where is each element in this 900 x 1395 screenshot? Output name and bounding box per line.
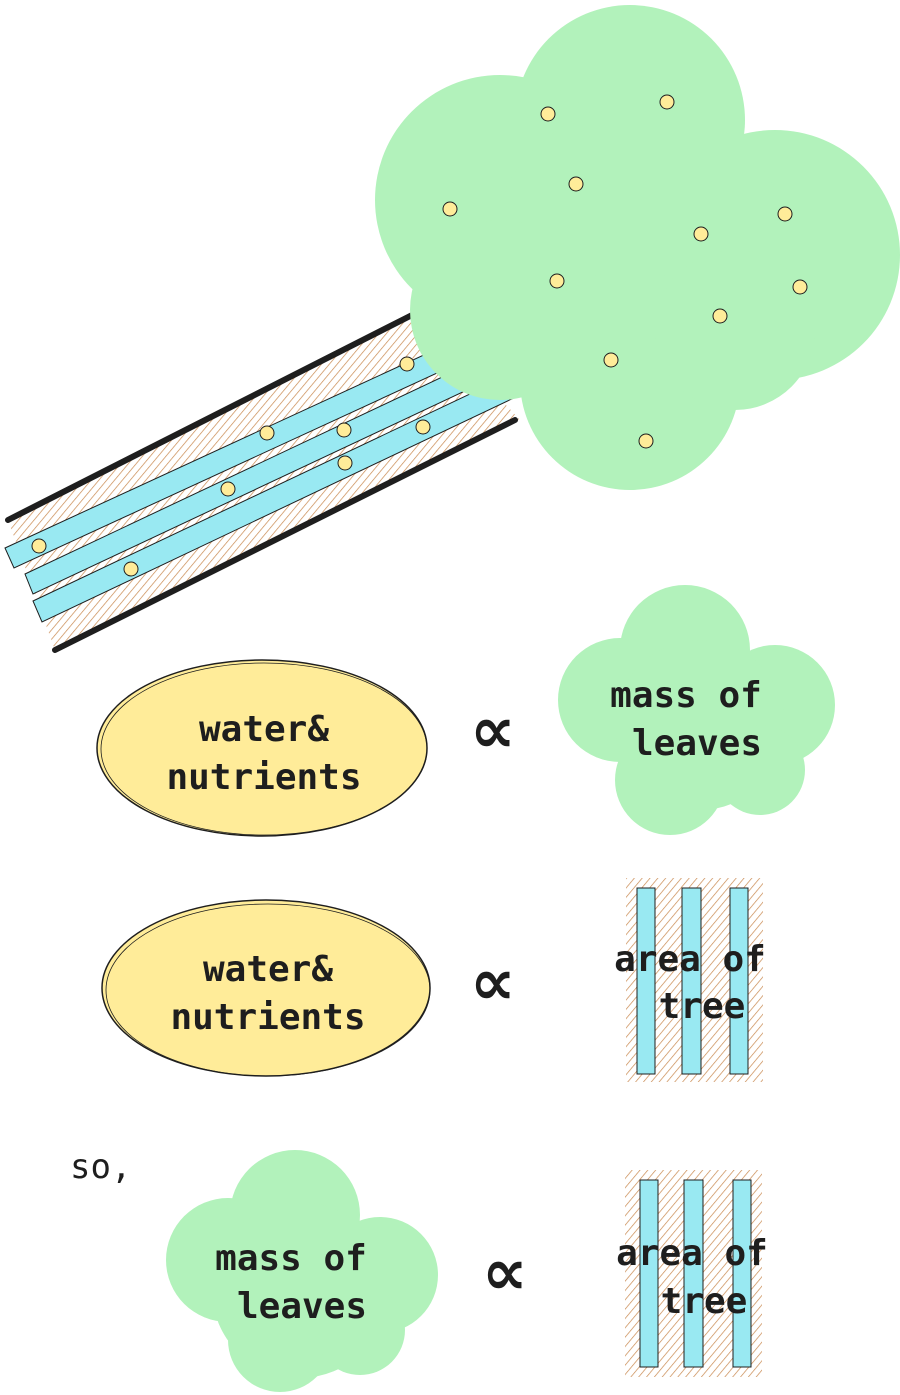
nutrient-dot xyxy=(31,538,47,554)
canopy-dot xyxy=(603,352,619,368)
proportional-symbol: ∝ xyxy=(470,694,516,768)
area-label-line2: tree xyxy=(661,1281,748,1322)
nutrient-dot xyxy=(259,425,275,441)
proportional-symbol: ∝ xyxy=(470,946,516,1020)
tree-illustration xyxy=(4,5,900,653)
leaves-label-line2: leaves xyxy=(632,723,762,764)
nutrient-dot xyxy=(337,455,353,471)
nutrients-label-line1: water& xyxy=(199,709,329,750)
canopy-dot xyxy=(777,206,793,222)
nutrient-dot xyxy=(123,561,139,577)
canopy-dot xyxy=(792,279,808,295)
proportional-symbol: ∝ xyxy=(482,1236,528,1310)
canopy-dot xyxy=(659,94,675,110)
canopy-dot xyxy=(568,176,584,192)
canopy-dot xyxy=(540,106,556,122)
nutrients-label-line1: water& xyxy=(203,949,333,990)
nutrients-label-line2: nutrients xyxy=(166,757,361,798)
tree-canopy xyxy=(375,5,900,490)
trunk-edge-bottom xyxy=(52,417,518,653)
area-label-line1: area of xyxy=(614,939,766,980)
trunk-area-block: area of tree xyxy=(616,1170,768,1377)
canopy-dot xyxy=(442,201,458,217)
nutrient-dot xyxy=(336,422,352,438)
leaves-label-line1: mass of xyxy=(215,1238,367,1279)
conclusion-prefix: so, xyxy=(70,1147,131,1187)
nutrient-dot xyxy=(399,356,415,372)
nutrients-ellipse: water& nutrients xyxy=(101,899,431,1077)
nutrient-dot xyxy=(415,419,431,435)
trunk-area-block: area of tree xyxy=(614,878,766,1082)
area-label-line1: area of xyxy=(616,1233,768,1274)
canopy-dot xyxy=(638,433,654,449)
area-label-line2: tree xyxy=(659,986,746,1027)
canopy-dot xyxy=(712,308,728,324)
leaves-label-line2: leaves xyxy=(237,1286,367,1327)
leaves-cloud: mass of leaves xyxy=(558,585,835,835)
canopy-dots xyxy=(442,94,808,449)
tree-trunk xyxy=(4,308,520,653)
relation-row-1: water& nutrients ∝ mass of leaves xyxy=(96,585,835,837)
trunk-edge-top xyxy=(5,308,423,523)
canopy-dot xyxy=(549,273,565,289)
nutrients-ellipse: water& nutrients xyxy=(96,659,428,837)
leaves-label-line1: mass of xyxy=(610,675,762,716)
vessel-nutrient-dots xyxy=(31,356,431,577)
relation-row-2: water& nutrients ∝ area of tree xyxy=(101,878,766,1082)
canopy-dot xyxy=(693,226,709,242)
nutrient-dot xyxy=(220,481,236,497)
relation-row-3: so, mass of leaves ∝ area of tree xyxy=(70,1147,768,1392)
vessel-2 xyxy=(24,344,519,595)
leaves-cloud: mass of leaves xyxy=(166,1150,438,1392)
nutrients-label-line2: nutrients xyxy=(170,997,365,1038)
